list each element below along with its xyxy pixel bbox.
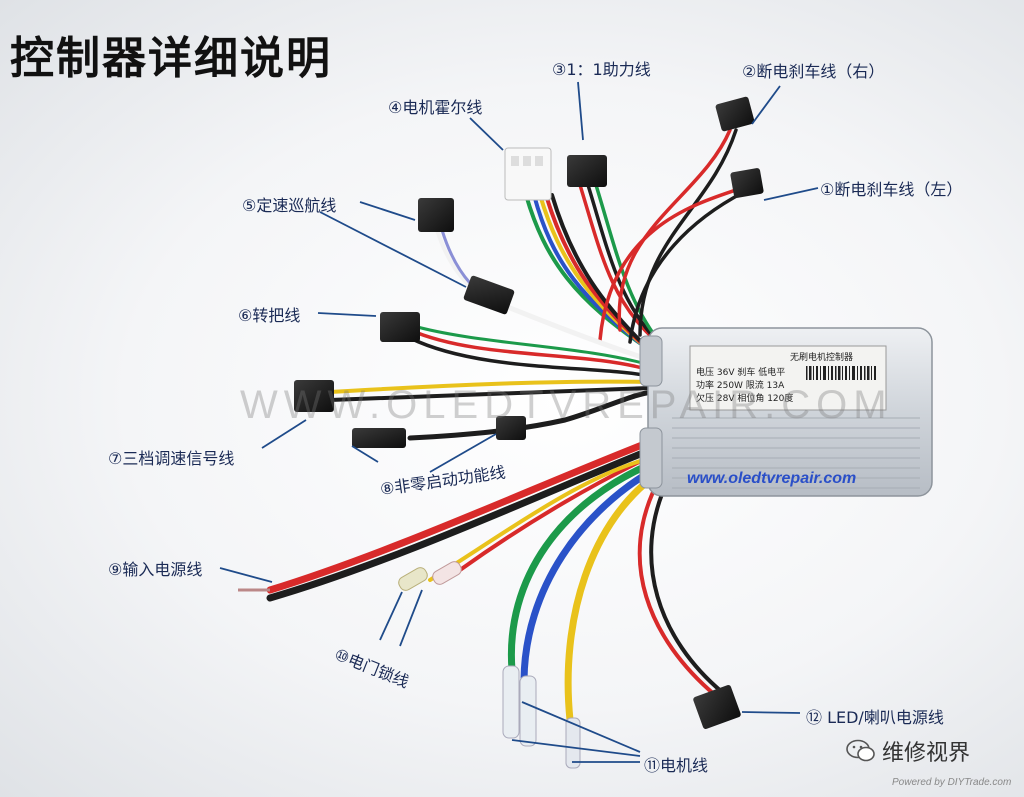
label-led-horn: ⑫ LED/喇叭电源线 — [806, 708, 944, 727]
controller-box: 无刷电机控制器 电压 36V 刹车 低电平 功率 250W 限流 13A 欠压 … — [639, 327, 933, 497]
label-motor-hall: ④电机霍尔线 — [388, 98, 483, 117]
wire-assist-3 — [594, 183, 663, 346]
terminal-phase-2 — [519, 675, 537, 747]
leader-10a — [379, 591, 403, 641]
leader-9 — [219, 567, 273, 583]
leader-5b — [319, 211, 467, 288]
wire-throttle-black — [408, 336, 652, 378]
wire-brake-right-1 — [617, 128, 732, 332]
leader-6 — [317, 312, 377, 317]
wechat-icon — [846, 739, 875, 762]
brand-badge: 维修视界 — [846, 735, 970, 767]
wire-start-1 — [407, 389, 655, 441]
terminal-lock-2 — [432, 561, 462, 585]
wire-brake-left-1 — [598, 186, 744, 342]
wire-speed-yellow — [328, 379, 652, 394]
connector-hall — [504, 147, 552, 201]
wire-hall-2 — [532, 193, 654, 354]
watermark-text: WWW.OLEDTVREPAIR.COM — [240, 383, 893, 427]
leader-8b — [429, 433, 497, 473]
leader-1 — [763, 187, 819, 201]
controller-spec-row2: 功率 250W 限流 13A — [696, 379, 785, 391]
connector-speed — [294, 380, 334, 412]
wire-power-black — [266, 442, 664, 602]
label-assist-line: ③1：1助力线 — [552, 60, 651, 79]
site-url: www.oledtvrepair.com — [687, 470, 857, 487]
diagram-title: 控制器详细说明 — [10, 33, 332, 84]
leader-11b — [511, 739, 641, 757]
connector-assist — [567, 155, 607, 187]
controller-name: 无刷电机控制器 — [790, 351, 853, 363]
wire-phase-blue — [520, 462, 664, 684]
wire-phase-green — [507, 456, 664, 674]
wire-power-red — [266, 434, 664, 594]
connector-cruise-inline — [463, 275, 515, 315]
terminal-lock-1 — [398, 567, 428, 591]
controller-spec-row3: 欠压 28V 相位角 120度 — [696, 392, 793, 404]
connector-start — [352, 428, 406, 448]
connector-cruise — [418, 198, 454, 232]
label-brake-right: ②断电刹车线（右） — [742, 62, 885, 81]
connector-brake-left — [730, 168, 764, 198]
connector-led — [693, 685, 741, 729]
leader-3 — [577, 81, 584, 141]
leader-7 — [261, 419, 307, 449]
label-power-input: ⑨输入电源线 — [108, 560, 203, 579]
leader-lines — [219, 81, 819, 763]
brand-name: 维修视界 — [882, 741, 971, 766]
label-throttle: ⑥转把线 — [238, 306, 301, 325]
wire-led-black — [649, 478, 724, 694]
wire-phase-yellow — [564, 468, 664, 724]
wire-throttle-green — [408, 323, 652, 367]
label-3speed: ⑦三档调速信号线 — [108, 449, 235, 468]
terminal-phase-3 — [565, 717, 581, 769]
wire-assist-2 — [586, 183, 660, 344]
leader-12 — [741, 711, 801, 714]
wire-lock-yellow — [428, 454, 662, 582]
connector-start-inline — [496, 416, 526, 440]
wire-speed-black — [328, 386, 652, 402]
leader-11a — [521, 701, 641, 753]
leader-10b — [399, 589, 423, 647]
controller-spec-row1: 电压 36V 刹车 低电平 — [696, 366, 785, 378]
connectors — [238, 96, 764, 769]
barcode — [806, 366, 876, 380]
leader-4 — [469, 117, 504, 151]
label-cruise: ⑤定速巡航线 — [242, 196, 337, 215]
connector-brake-right — [715, 96, 755, 132]
terminal-phase-1 — [502, 665, 520, 739]
leader-2 — [751, 85, 781, 125]
leader-5a — [359, 201, 416, 221]
wire-brake-left-2 — [628, 190, 746, 344]
wire-hall-5 — [550, 193, 660, 360]
wire-led-red — [637, 476, 717, 697]
wire-throttle-red — [408, 328, 652, 372]
wire-brake-right-2 — [638, 128, 738, 337]
label-brake-left: ①断电刹车线（左） — [820, 180, 963, 199]
credit-text: Powered by DIYTrade.com — [892, 777, 1012, 788]
label-motor-phase: ⑪电机线 — [644, 756, 709, 775]
leader-8a — [351, 445, 379, 463]
wire-bundle — [266, 128, 746, 724]
connector-throttle — [380, 312, 420, 342]
